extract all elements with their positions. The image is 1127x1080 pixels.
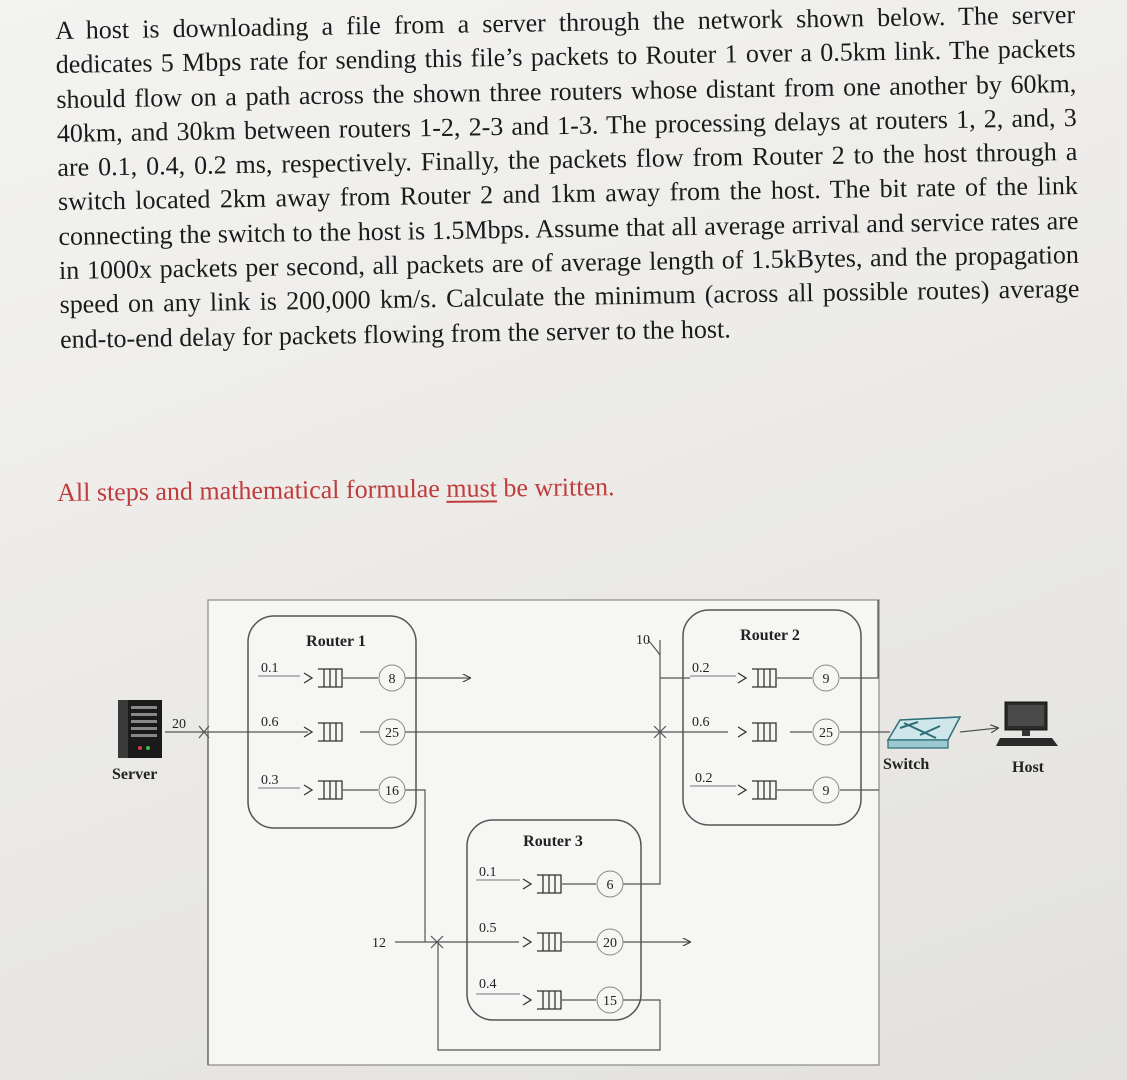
service-circle: [596, 986, 624, 1014]
arrival-rate: 0.4: [479, 977, 497, 992]
router1-queue-1: 0.1 8: [258, 661, 406, 692]
service-circle: [378, 776, 406, 804]
service-rate: 25: [385, 726, 399, 741]
host-label: Host: [1012, 759, 1045, 776]
arrival-rate: 0.5: [479, 921, 497, 936]
service-rate: 6: [607, 878, 614, 893]
question-text: A host is downloading a file from a serv…: [55, 0, 1080, 354]
router2-queue-3: 0.2 9: [690, 771, 840, 804]
note-before: All steps and mathematical formulae: [57, 473, 447, 507]
router2-label: Router 2: [740, 627, 800, 644]
arrival-rate: 0.1: [261, 661, 279, 676]
diagram-border: [207, 599, 880, 1066]
server-icon: [118, 700, 162, 758]
router3-queue-2: 0.5 20: [479, 921, 624, 956]
router1-box: [247, 615, 417, 829]
external-rate-router2: 10: [636, 633, 650, 648]
instruction-note: All steps and mathematical formulae must…: [57, 472, 615, 508]
external-rate-router3: 12: [372, 936, 386, 951]
arrival-rate: 0.1: [479, 865, 497, 880]
note-after: be written.: [496, 472, 615, 503]
arrival-rate: 0.6: [261, 715, 279, 730]
server-rate: 20: [172, 717, 186, 732]
service-rate: 9: [823, 672, 830, 687]
service-rate: 8: [389, 672, 396, 687]
arrival-rate: 0.6: [692, 715, 710, 730]
service-circle: [812, 664, 840, 692]
service-circle: [596, 928, 624, 956]
router1-queue-2: 0.6 25: [261, 715, 406, 746]
service-circle: [378, 718, 406, 746]
host-icon: [996, 701, 1058, 746]
router3-box: [466, 819, 642, 1021]
service-rate: 15: [603, 994, 617, 1009]
switch-label: Switch: [883, 756, 929, 773]
service-rate: 20: [603, 936, 617, 951]
service-circle: [378, 664, 406, 692]
router1-queue-3: 0.3 16: [258, 773, 406, 804]
router2-queue-2: 0.6 25: [692, 715, 840, 746]
network-diagram: Router 1 Router 2 Router 3: [112, 599, 1058, 1066]
service-circle: [596, 870, 624, 898]
note-emphasis: must: [446, 473, 498, 503]
switch-icon: [886, 716, 962, 749]
router3-queue-3: 0.4 15: [476, 977, 624, 1014]
service-circle: [812, 776, 840, 804]
server-label: Server: [112, 766, 157, 783]
router3-queue-1: 0.1 6: [476, 865, 624, 898]
service-rate: 25: [819, 726, 833, 741]
router1-label: Router 1: [306, 633, 366, 650]
service-circle: [812, 718, 840, 746]
router2-queue-1: 0.2 9: [660, 661, 840, 692]
router2-box: [682, 609, 862, 826]
service-rate: 16: [385, 784, 399, 799]
service-rate: 9: [823, 784, 830, 799]
arrival-rate: 0.3: [261, 773, 279, 788]
router3-label: Router 3: [523, 833, 583, 850]
arrival-rate: 0.2: [692, 661, 710, 676]
arrival-rate: 0.2: [695, 771, 713, 786]
